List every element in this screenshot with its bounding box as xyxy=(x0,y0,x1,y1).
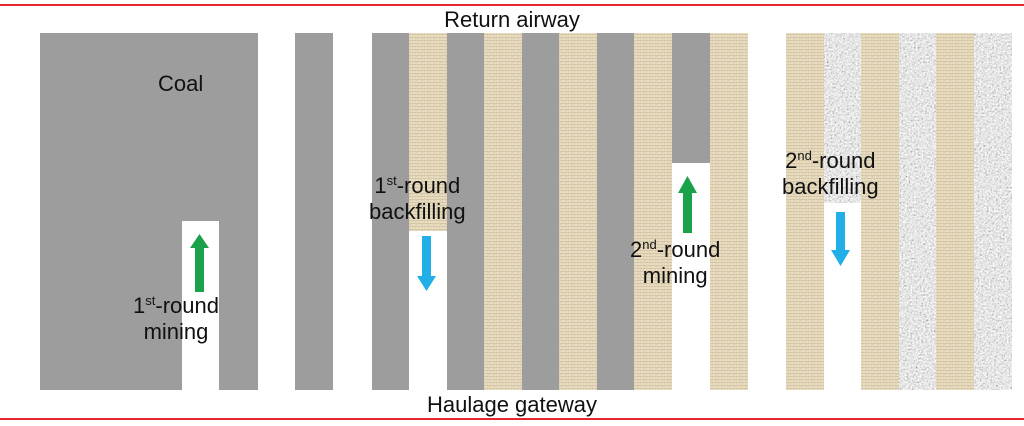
first-backfilling-arrow xyxy=(417,236,436,291)
coal-pillar-1 xyxy=(295,33,333,390)
second-mining-arrow xyxy=(678,176,697,233)
second-mining-ordinal: 2 xyxy=(630,237,643,262)
second-backfilling-label: 2nd-round backfilling xyxy=(782,148,879,200)
second-backfilling-rest: -round xyxy=(811,148,876,173)
gravel-backfill-strip xyxy=(899,33,936,390)
coal-strip xyxy=(522,33,559,390)
first-mining-arrow xyxy=(190,234,209,292)
coal-strip xyxy=(447,33,484,390)
backfill-strip xyxy=(484,33,522,390)
backfill-strip xyxy=(936,33,974,390)
first-backfilling-line2: backfilling xyxy=(369,199,466,224)
first-mining-label: 1st-round mining xyxy=(133,293,219,345)
coal-strip-partially-mined xyxy=(672,33,710,163)
coal-label: Coal xyxy=(158,71,204,96)
coal-strip xyxy=(597,33,634,390)
haulage-gateway-label: Haulage gateway xyxy=(426,392,597,417)
first-backfilling-ordinal: 1 xyxy=(374,173,387,198)
first-mining-rest: -round xyxy=(155,293,219,318)
second-mining-suffix: nd xyxy=(642,237,657,252)
second-backfilling-line2: backfilling xyxy=(782,174,879,199)
second-backfilling-arrow xyxy=(831,212,850,266)
coal-block xyxy=(40,33,258,390)
first-mining-suffix: st xyxy=(145,293,156,308)
first-mining-ordinal: 1 xyxy=(133,293,146,318)
gravel-backfill-strip xyxy=(974,33,1012,390)
backfill-strip xyxy=(861,33,899,390)
first-mining-line2: mining xyxy=(143,319,209,344)
backfill-strip xyxy=(786,33,824,390)
backfill-strip xyxy=(409,33,447,231)
second-mining-line2: mining xyxy=(642,263,708,288)
backfill-strip xyxy=(710,33,748,390)
second-backfilling-ordinal: 2 xyxy=(785,148,798,173)
first-backfilling-suffix: st xyxy=(386,173,397,188)
second-mining-label: 2nd-round mining xyxy=(630,237,720,289)
return-airway-label: Return airway xyxy=(444,7,580,32)
first-backfilling-rest: -round xyxy=(396,173,461,198)
second-mining-rest: -round xyxy=(656,237,721,262)
backfill-strip xyxy=(559,33,597,390)
first-backfilling-label: 1st-round backfilling xyxy=(369,173,466,225)
second-backfilling-suffix: nd xyxy=(797,148,812,163)
coal-strip xyxy=(372,33,409,390)
gravel-backfill-strip xyxy=(824,33,861,203)
backfill-strip xyxy=(634,33,672,390)
